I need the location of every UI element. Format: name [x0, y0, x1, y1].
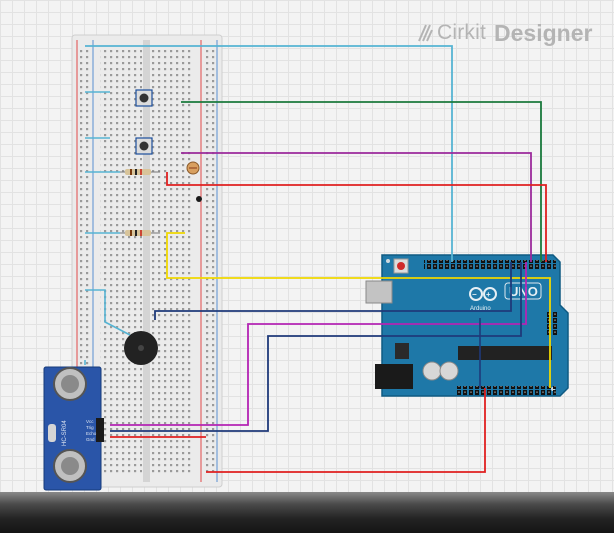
right-rail-holes	[203, 48, 215, 476]
photoresistor[interactable]	[186, 161, 200, 175]
logo-word-cirkit: Cirkit	[437, 21, 487, 44]
cirkit-designer-logo: Cirkit Designer	[417, 18, 592, 48]
cirkit-logo-icon	[418, 24, 433, 42]
pushbutton-1[interactable]	[135, 89, 153, 107]
wire-yellow	[166, 232, 551, 388]
wire-cyan-buzzer	[85, 289, 131, 336]
capacitor-1	[422, 361, 442, 381]
wire-cyan-top	[85, 45, 453, 262]
uno-label: UNO	[509, 284, 538, 299]
sensor-pin-label: Vcc	[86, 419, 94, 424]
arduino-brand-label: Arduino	[470, 306, 491, 312]
piezo-buzzer[interactable]	[124, 331, 158, 365]
bottom-toolbar-strip	[0, 492, 614, 533]
resistor-2[interactable]	[116, 230, 160, 236]
sensor-pin-label: Trig	[86, 425, 94, 430]
ultrasonic-sensor-hcsr04[interactable]: HC-SR04	[43, 366, 104, 491]
uno-logo-box	[504, 282, 542, 300]
wire-magenta-trig	[110, 262, 527, 426]
logo-word-designer: Designer	[494, 19, 593, 46]
digital-header	[424, 260, 556, 270]
icsp-header	[545, 312, 557, 336]
arduino-infinity-icon: − +	[469, 287, 497, 301]
wire-red-top	[166, 172, 547, 262]
wire-green	[181, 101, 542, 262]
led-indicator[interactable]	[196, 196, 202, 202]
dc-power-jack	[375, 364, 413, 389]
wire-red-bottom	[206, 388, 486, 473]
microcontroller-chip	[458, 346, 552, 360]
right-terminal-holes	[152, 48, 194, 476]
power-analog-header	[456, 386, 556, 396]
voltage-regulator	[395, 343, 409, 359]
usb-port	[365, 280, 393, 304]
capacitor-2	[439, 361, 459, 381]
arduino-uno-board[interactable]: UNO − + Arduino	[365, 254, 569, 397]
center-trench	[143, 40, 150, 482]
pushbutton-2[interactable]	[135, 137, 153, 155]
left-terminal-holes	[100, 48, 142, 476]
wire-purple	[181, 152, 532, 262]
sensor-pin-label: Echo	[86, 431, 97, 436]
sensor-pin-label: Gnd	[86, 437, 95, 442]
wire-navy-echo	[110, 262, 522, 432]
svg-text:+: +	[486, 290, 491, 299]
sensor-model-label: HC-SR04	[62, 420, 68, 446]
svg-text:−: −	[472, 290, 477, 299]
resistor-1[interactable]	[116, 169, 160, 175]
wire-navy-buzzer	[154, 262, 512, 320]
